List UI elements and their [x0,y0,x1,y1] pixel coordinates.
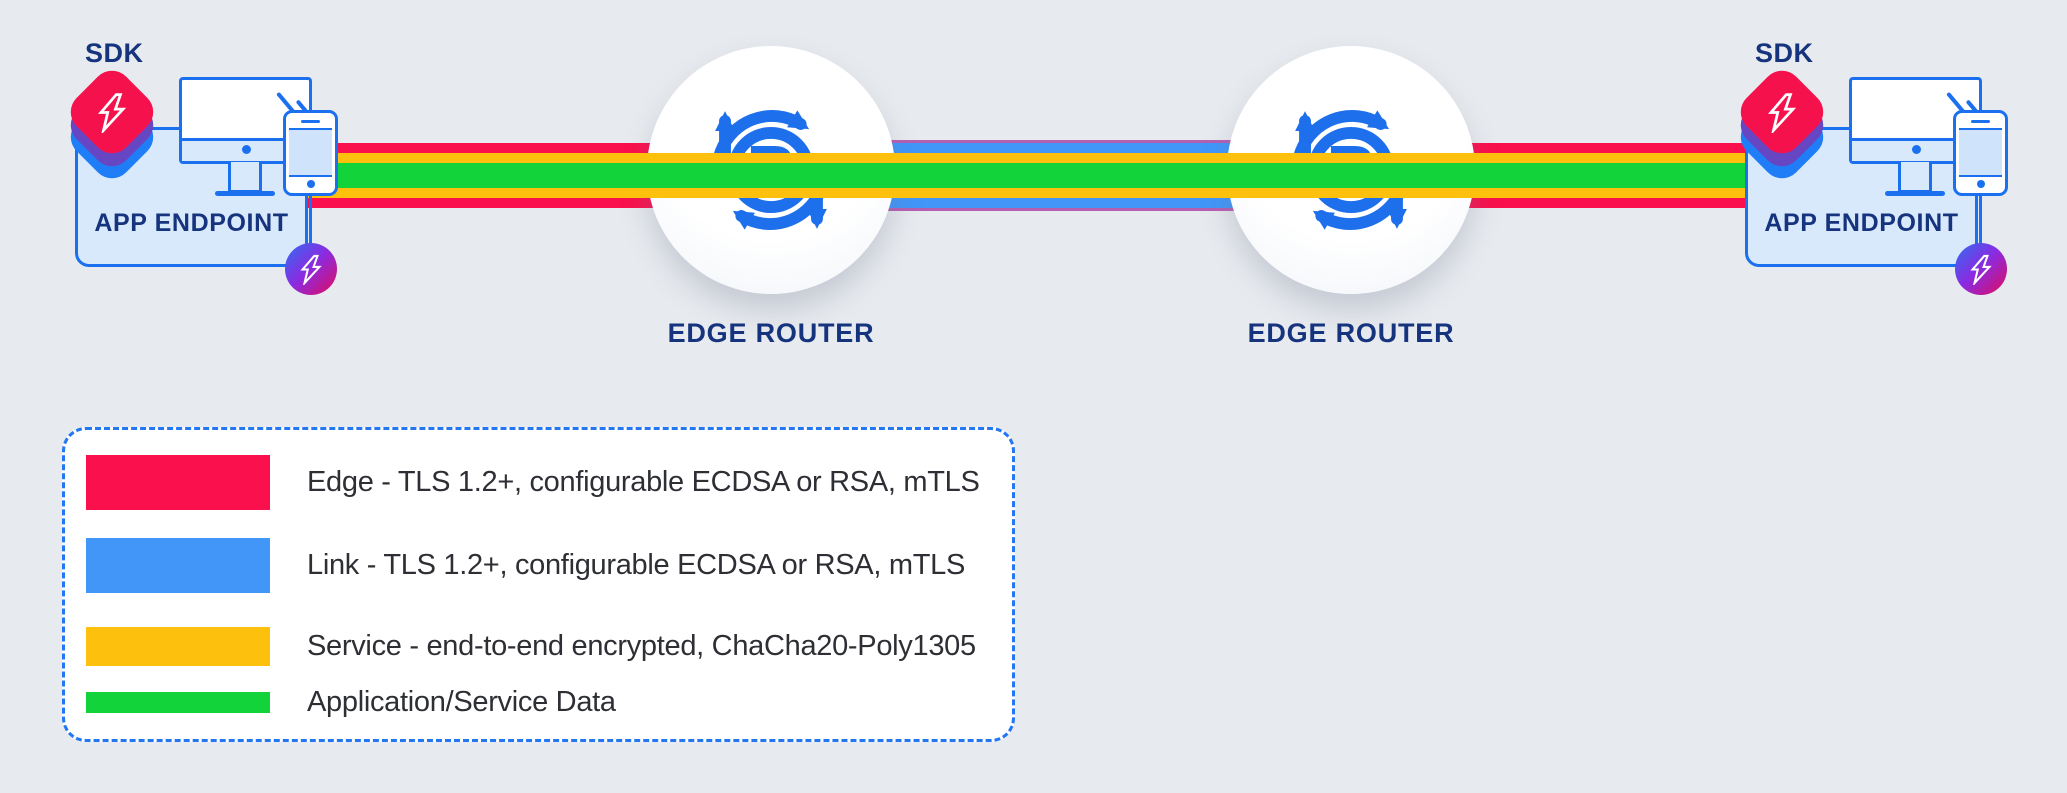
app-endpoint-left: APP ENDPOINT SDK [60,38,360,340]
ziti-bolt-icon [1765,92,1799,133]
ziti-badge-icon [1955,243,2007,295]
ziti-bolt-icon [95,92,129,133]
app-endpoint-label: APP ENDPOINT [1764,209,1959,237]
ziti-bolt-icon [1968,254,1994,285]
stripe-edge-left-top [300,143,772,153]
legend-swatch-link [86,538,270,593]
stripe-service-top [300,153,1768,163]
legend-swatch-data [86,692,270,713]
legend-label-data: Application/Service Data [307,686,616,718]
legend-swatch-service [86,627,270,666]
connector-line [309,196,312,271]
monitor-stand [228,162,262,193]
stripe-service-bottom [300,188,1768,198]
app-endpoint-right: APP ENDPOINT SDK [1730,38,2030,340]
sdk-label: SDK [85,38,144,68]
monitor-base [215,191,275,196]
stripe-edge-left-bottom [300,198,772,208]
phone-screen [289,128,332,177]
phone-home-button [1976,180,1985,188]
stripe-link-bottom [772,198,1352,208]
monitor-bezel [182,138,309,161]
edge-router-label-left: EDGE ROUTER [667,318,875,348]
connector-line [1979,196,1982,271]
legend-label-edge: Edge - TLS 1.2+, configurable ECDSA or R… [307,466,980,498]
phone-speaker [301,120,320,123]
stripe-link-top [772,143,1352,153]
legend-label-service: Service - end-to-end encrypted, ChaCha20… [307,630,976,662]
phone-icon [1953,110,2008,196]
legend-swatch-edge [86,455,270,510]
monitor-stand [1898,162,1932,193]
app-endpoint-label: APP ENDPOINT [94,209,289,237]
stripe-data [300,163,1768,188]
monitor-bezel [1852,138,1979,161]
phone-home-button [306,180,315,188]
stripe-edge-right-top [1352,143,1768,153]
phone-icon [283,110,338,196]
ziti-bolt-icon [298,254,324,285]
stripe-edge-right-bottom [1352,198,1768,208]
phone-screen [1959,128,2002,177]
ziti-badge-icon [285,243,337,295]
sdk-label: SDK [1755,38,1814,68]
legend-label-link: Link - TLS 1.2+, configurable ECDSA or R… [307,549,966,581]
monitor-button [1911,145,1921,154]
phone-speaker [1971,120,1990,123]
stripe-link-trim-bottom [772,208,1352,211]
monitor-base [1885,191,1945,196]
stripe-link-trim-top [772,140,1352,143]
edge-router-label-right: EDGE ROUTER [1247,318,1455,348]
monitor-button [241,145,251,154]
